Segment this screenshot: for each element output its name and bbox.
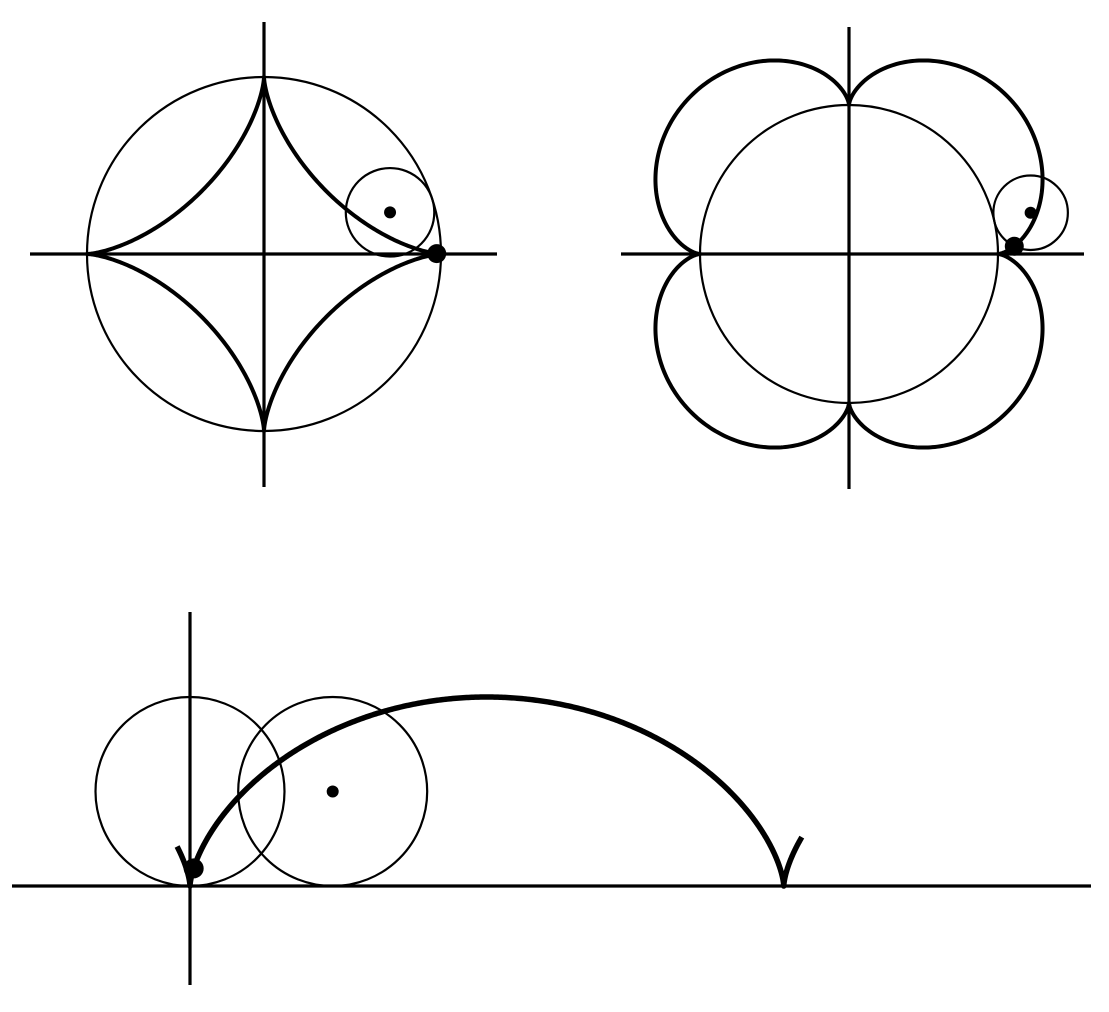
- astroid-rolling-circle: [344, 166, 436, 258]
- epicycloid-curve: [653, 58, 1045, 450]
- astroid-tracing-point: [427, 244, 447, 264]
- astroid-rolling-circle-center: [384, 206, 397, 219]
- cycloid-panel: [12, 612, 1091, 985]
- astroid-panel: [30, 22, 497, 487]
- cycloid-rolling-circle-center: [326, 785, 339, 798]
- cycloid-curve: [174, 694, 805, 889]
- epicycloid-panel: [621, 27, 1084, 489]
- epicycloid-tracing-point: [1004, 236, 1024, 256]
- astroid-curve: [85, 75, 443, 433]
- cycloid-tracing-point: [183, 858, 204, 879]
- epicycloid-rolling-circle: [992, 174, 1069, 252]
- cycloid-rolling-circle: [237, 695, 429, 888]
- epicycloid-rolling-circle-center: [1024, 206, 1037, 219]
